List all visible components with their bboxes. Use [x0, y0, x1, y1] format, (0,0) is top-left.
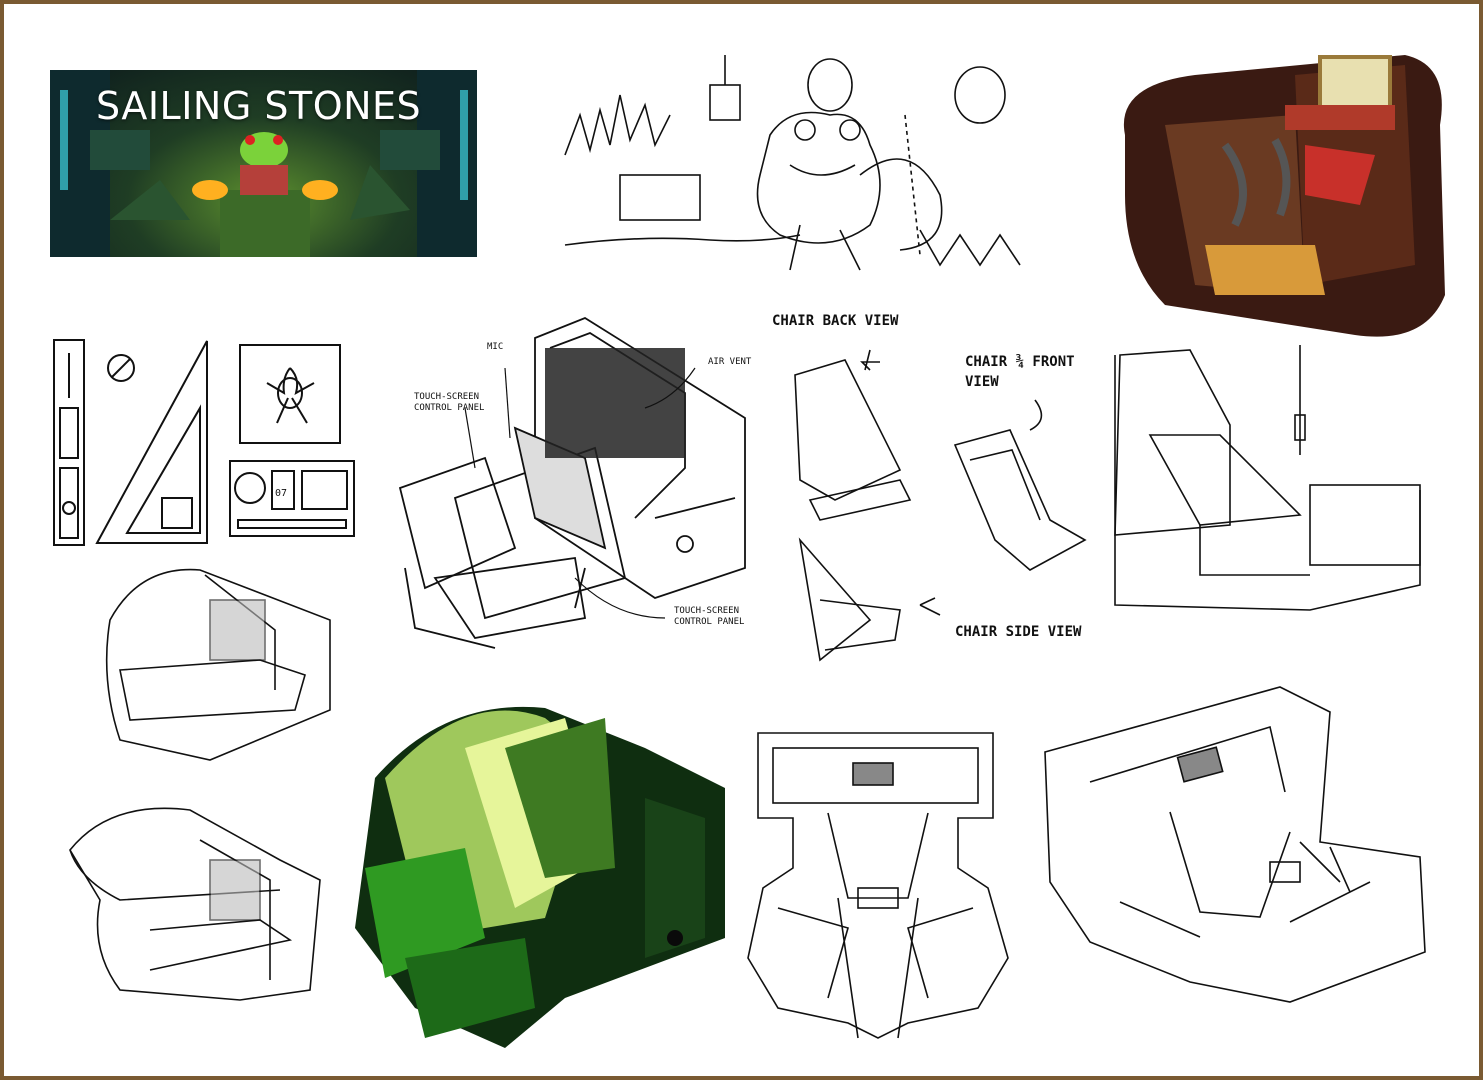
color-render-green-cockpit	[355, 706, 725, 1048]
frog-pilot-sketch	[564, 55, 1021, 271]
cockpit-angled-sketch	[1044, 686, 1426, 1003]
caption-chair-side-view: CHAIR SIDE VIEW	[955, 624, 1082, 640]
banner-title: SAILING STONES	[96, 84, 422, 128]
bubble-cockpit-sketches	[69, 568, 331, 1001]
annotation-touch-screen-top: TOUCH-SCREEN CONTROL PANEL	[414, 392, 485, 413]
annotation-mic: MIC	[487, 342, 504, 352]
control-props-sheet: 07	[53, 339, 355, 546]
game-banner: SAILING STONES	[50, 70, 477, 257]
color-render-brown-cockpit	[1123, 55, 1445, 337]
annotation-air-vent: AIR VENT	[708, 357, 752, 367]
caption-chair-back-view: CHAIR BACK VIEW	[772, 313, 899, 329]
annotation-touch-screen-bottom: TOUCH-SCREEN CONTROL PANEL	[674, 606, 745, 627]
panel-number: 07	[275, 488, 287, 499]
annotated-cockpit-sketch	[398, 316, 746, 649]
cockpit-line-sketch-right	[1114, 345, 1421, 611]
cockpit-front-sketch	[747, 732, 1009, 1039]
banner-scene-art	[50, 70, 477, 257]
chair-view-sketches	[794, 349, 1087, 662]
caption-chair-front-view: CHAIR ¾ FRONT VIEW	[965, 354, 1075, 390]
